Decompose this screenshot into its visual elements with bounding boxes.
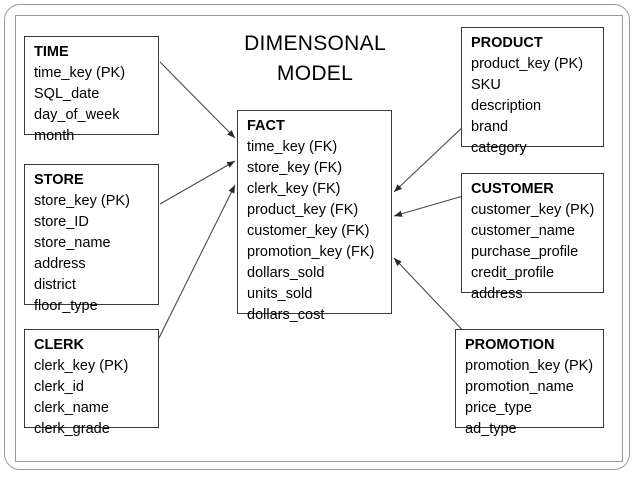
entity-attribute: clerk_key (FK): [247, 181, 341, 197]
entity-attribute: address: [471, 286, 523, 302]
entity-attribute: credit_profile: [471, 265, 555, 281]
entity-attribute: time_key (PK): [34, 65, 126, 81]
entity-attribute: purchase_profile: [471, 244, 579, 260]
entity-name-store: STORE: [34, 172, 84, 188]
entity-attribute: address: [34, 256, 86, 272]
diagram-title: DIMENSONAL MODEL: [200, 29, 430, 89]
entity-box-product[interactable]: PRODUCT product_key (PK) SKU description bra…: [461, 27, 604, 156]
entity-attribute: product_key (PK): [471, 56, 584, 72]
entity-attribute: month: [34, 128, 75, 144]
entity-attribute: description: [471, 98, 542, 114]
entity-box-promotion[interactable]: PROMOTION promotion_key (PK) promotion_nam…: [455, 329, 604, 437]
entity-attribute: clerk_grade: [34, 421, 110, 437]
entity-name-time: TIME: [34, 44, 69, 60]
entity-attribute: time_key (FK): [247, 139, 338, 155]
entity-name-customer: CUSTOMER: [471, 181, 554, 197]
inner-frame: [15, 15, 623, 462]
entity-attribute: dollars_cost: [247, 307, 325, 323]
title-line-2: MODEL: [276, 62, 354, 85]
outer-frame: [4, 4, 630, 470]
entity-attribute: product_key (FK): [247, 202, 359, 218]
entity-attribute: clerk_name: [34, 400, 109, 416]
entity-attribute: promotion_key (FK): [247, 244, 375, 260]
entity-attribute: promotion_name: [465, 379, 574, 395]
entity-name-clerk: CLERK: [34, 337, 84, 353]
entity-attribute: brand: [471, 119, 509, 135]
entity-name-promotion: PROMOTION: [465, 337, 555, 353]
title-line-1: DIMENSONAL: [244, 32, 386, 55]
entity-attribute: store_key (PK): [34, 193, 130, 209]
entity-attribute: units_sold: [247, 286, 313, 302]
entity-attribute: store_key (FK): [247, 160, 343, 176]
entity-name-product: PRODUCT: [471, 35, 543, 51]
entity-attribute: promotion_key (PK): [465, 358, 594, 374]
entity-attribute: clerk_key (PK): [34, 358, 129, 374]
entity-attribute: customer_name: [471, 223, 575, 239]
entity-attribute: dollars_sold: [247, 265, 325, 281]
entity-attribute: store_name: [34, 235, 111, 251]
entity-box-fact[interactable]: FACT time_key (FK) store_key (FK) clerk_key…: [237, 110, 392, 323]
entity-attribute: price_type: [465, 400, 532, 416]
entity-attribute: category: [471, 140, 527, 156]
entity-attribute: customer_key (FK): [247, 223, 370, 239]
entity-attribute: day_of_week: [34, 107, 120, 123]
entity-attribute: customer_key (PK): [471, 202, 595, 218]
entity-attribute: SKU: [471, 77, 501, 93]
entity-attribute: district: [34, 277, 76, 293]
entity-attribute: clerk_id: [34, 379, 84, 395]
entity-attribute: store_ID: [34, 214, 89, 230]
entity-name-fact: FACT: [247, 118, 285, 134]
entity-attribute: SQL_date: [34, 86, 100, 102]
entity-attribute: floor_type: [34, 298, 98, 314]
entity-attribute: ad_type: [465, 421, 517, 437]
